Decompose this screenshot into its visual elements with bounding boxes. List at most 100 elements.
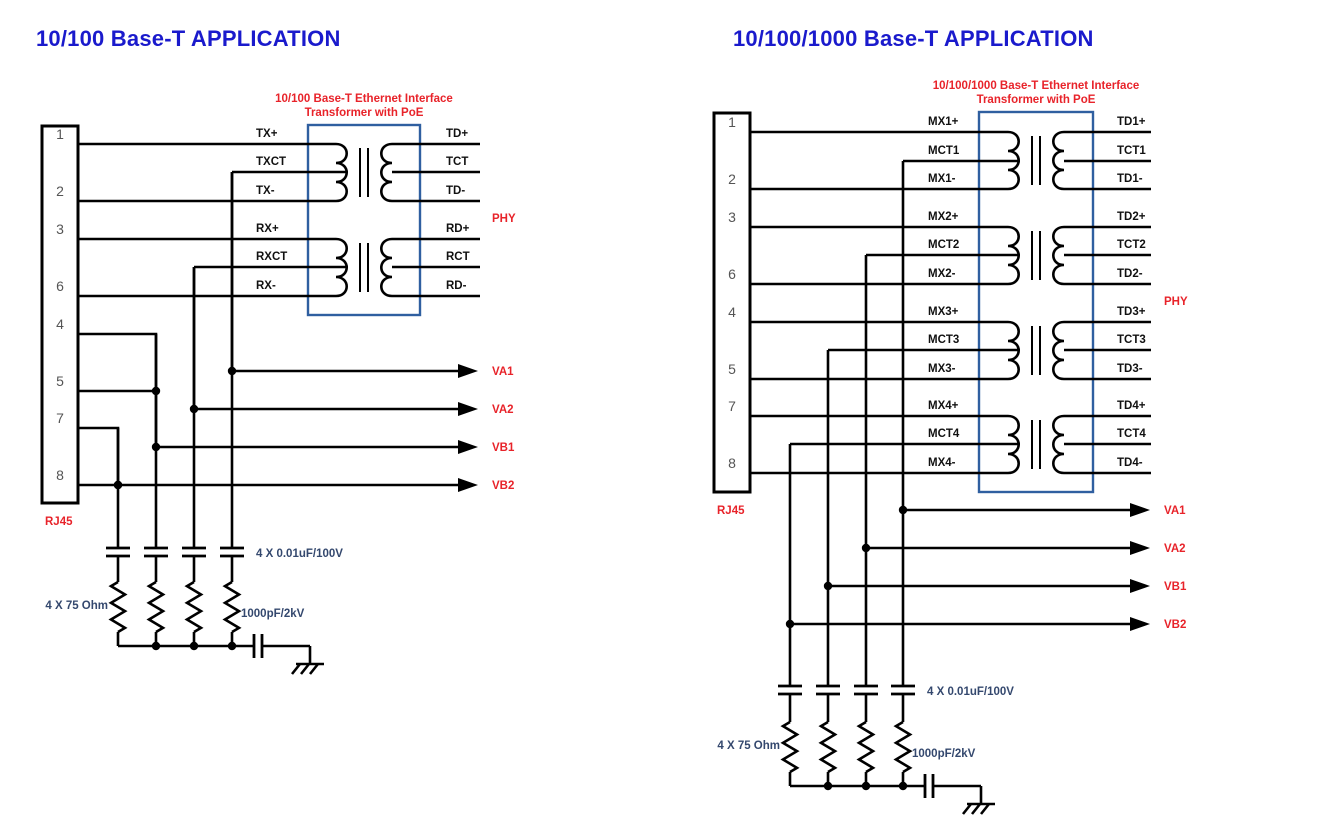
rj45-pin-number: 7: [728, 398, 736, 414]
line-side-label: TXCT: [256, 156, 286, 168]
ground-hatch: [961, 803, 973, 815]
transformer-title: 10/100 Base-T Ethernet Interface: [275, 93, 453, 105]
rj45-pin-number: 8: [56, 467, 64, 483]
secondary-winding: [1052, 130, 1065, 191]
rj45-label: RJ45: [45, 516, 73, 528]
secondary-winding: [1052, 414, 1065, 475]
arrow-head-icon: [1130, 541, 1150, 555]
arrow-head-icon: [1130, 503, 1150, 517]
output-label-vb1: VB1: [492, 442, 515, 454]
transformer-title: 10/100/1000 Base-T Ethernet Interface: [933, 80, 1139, 92]
ground-hatch: [308, 663, 320, 675]
phy-side-label: TD+: [446, 128, 468, 140]
resistor-value-label: 4 X 75 Ohm: [717, 740, 780, 752]
phy-side-label: TD4+: [1117, 400, 1146, 412]
capacitor-value-label: 4 X 0.01uF/100V: [256, 548, 343, 560]
phy-side-label: TCT2: [1117, 239, 1146, 251]
arrow-head-icon: [1130, 617, 1150, 631]
output-label-vb2: VB2: [1164, 619, 1186, 631]
arrow-head-icon: [458, 440, 478, 454]
phy-side-label: TD1-: [1117, 173, 1143, 185]
line-side-label: MX2-: [928, 268, 956, 280]
line-side-label: MX4+: [928, 400, 959, 412]
phy-side-label: TD2+: [1117, 211, 1146, 223]
rj45-pin-number: 1: [56, 126, 64, 142]
line-side-label: MX4-: [928, 457, 956, 469]
phy-side-label: RD-: [446, 280, 467, 292]
line-side-label: TX+: [256, 128, 278, 140]
line-side-label: MX3-: [928, 363, 956, 375]
hv-capacitor-label: 1000pF/2kV: [241, 608, 305, 620]
output-label-va1: VA1: [1164, 505, 1186, 517]
line-side-label: MCT2: [928, 239, 959, 251]
phy-side-label: TD-: [446, 185, 465, 197]
pair-tie-wire: [78, 332, 158, 391]
phy-label: PHY: [492, 213, 516, 225]
left-title: 10/100 Base-T APPLICATION: [36, 26, 341, 51]
transformer-box: [306, 123, 422, 317]
ground-hatch: [970, 803, 982, 815]
line-side-label: RX-: [256, 280, 276, 292]
ground-hatch: [290, 663, 302, 675]
phy-side-label: TD3+: [1117, 306, 1146, 318]
resistor-icon: [818, 720, 838, 774]
rj45-pin-number: 4: [56, 316, 64, 332]
resistor-icon: [780, 720, 800, 774]
rj45-pin-number: 3: [728, 209, 736, 225]
phy-side-label: RCT: [446, 251, 470, 263]
rj45-pin-number: 4: [728, 304, 736, 320]
phy-side-label: TCT: [446, 156, 468, 168]
line-side-label: MCT3: [928, 334, 959, 346]
transformer-box: [977, 110, 1095, 494]
line-side-label: MX1+: [928, 116, 959, 128]
phy-side-label: TD4-: [1117, 457, 1143, 469]
rj45-label: RJ45: [717, 505, 745, 517]
phy-side-label: TD1+: [1117, 116, 1146, 128]
output-label-va2: VA2: [492, 404, 514, 416]
resistor-icon: [893, 720, 913, 774]
ground-hatch: [979, 803, 991, 815]
resistor-value-label: 4 X 75 Ohm: [45, 600, 108, 612]
line-side-label: MX1-: [928, 173, 956, 185]
secondary-winding: [1052, 225, 1065, 286]
hv-capacitor-label: 1000pF/2kV: [912, 748, 976, 760]
rj45-pin-number: 2: [56, 183, 64, 199]
line-side-label: RXCT: [256, 251, 287, 263]
secondary-winding: [380, 142, 393, 203]
rj45-connector: [712, 111, 752, 494]
resistor-icon: [856, 720, 876, 774]
arrow-head-icon: [458, 364, 478, 378]
secondary-winding: [1052, 320, 1065, 381]
output-label-va1: VA1: [492, 366, 514, 378]
right-title: 10/100/1000 Base-T APPLICATION: [733, 26, 1094, 51]
resistor-icon: [146, 580, 166, 634]
output-label-va2: VA2: [1164, 543, 1186, 555]
line-side-label: MX3+: [928, 306, 959, 318]
resistor-icon: [184, 580, 204, 634]
phy-side-label: TD3-: [1117, 363, 1143, 375]
resistor-icon: [222, 580, 242, 634]
rj45-pin-number: 8: [728, 455, 736, 471]
line-side-label: RX+: [256, 223, 279, 235]
secondary-winding: [380, 237, 393, 298]
rj45-pin-number: 3: [56, 221, 64, 237]
transformer-title: Transformer with PoE: [305, 107, 424, 119]
transformer-title: Transformer with PoE: [977, 94, 1096, 106]
rj45-pin-number: 2: [728, 171, 736, 187]
line-side-label: TX-: [256, 185, 275, 197]
rj45-pin-number: 7: [56, 410, 64, 426]
pair-tie-wire: [78, 426, 120, 485]
rj45-pin-number: 1: [728, 114, 736, 130]
arrow-head-icon: [458, 402, 478, 416]
rj45-pin-number: 5: [728, 361, 736, 377]
phy-side-label: TD2-: [1117, 268, 1143, 280]
phy-side-label: TCT4: [1117, 428, 1146, 440]
line-side-label: MCT1: [928, 145, 960, 157]
output-label-vb2: VB2: [492, 480, 514, 492]
line-side-label: MCT4: [928, 428, 960, 440]
phy-label: PHY: [1164, 296, 1188, 308]
arrow-head-icon: [1130, 579, 1150, 593]
